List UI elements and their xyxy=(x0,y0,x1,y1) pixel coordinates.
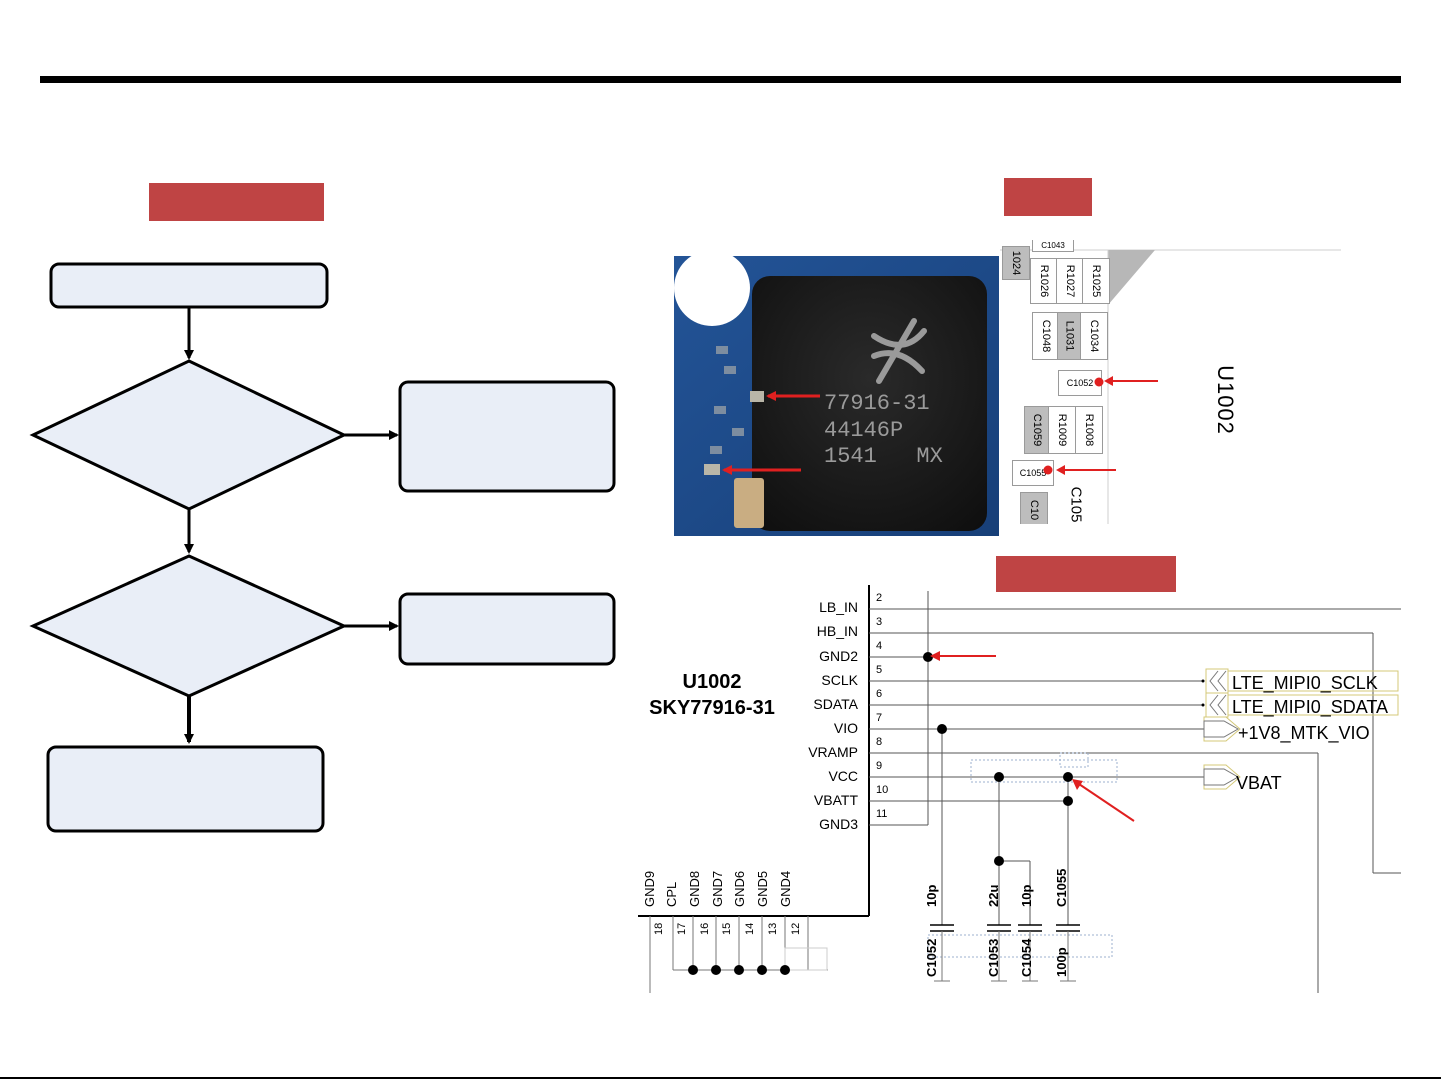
board-photo-drawing: 77916-31 44146P 1541 MX xyxy=(674,256,999,536)
flowchart xyxy=(29,262,616,833)
pin-number: 16 xyxy=(699,923,711,935)
pin-number: 13 xyxy=(767,923,779,935)
pcb-comp-c10: C10 xyxy=(1020,492,1048,524)
pin-name: GND4 xyxy=(778,871,793,907)
smd-pad xyxy=(724,366,736,374)
pin-number: 18 xyxy=(653,923,665,935)
pcb-marker-dot-c1055 xyxy=(1043,465,1053,475)
pin-name: CPL xyxy=(664,882,679,907)
pin-name: GND7 xyxy=(710,871,725,907)
flow-result-box-1 xyxy=(398,380,616,493)
tantalum-cap xyxy=(734,478,764,528)
photo-cap-c1052 xyxy=(750,391,764,402)
net-label-vbat: VBAT xyxy=(1236,773,1282,793)
chip-marking-line-1: 77916-31 xyxy=(824,391,930,416)
smd-pad xyxy=(710,446,722,454)
cap-ref: C1055 xyxy=(1054,869,1069,907)
cap-ref: C1054 xyxy=(1019,938,1034,977)
pin-number: 11 xyxy=(876,808,887,820)
pin-name: VBATT xyxy=(814,792,859,808)
pin-number: 4 xyxy=(876,640,882,652)
flow-start-box xyxy=(49,262,329,309)
schematic: U1002 SKY77916-31 LB_IN HB_IN GND2 SCLK … xyxy=(638,585,1401,993)
chip-body xyxy=(752,276,987,531)
pcb-comp-c1043: C1043 xyxy=(1032,240,1074,252)
pin-number: 3 xyxy=(876,616,882,628)
cap-ref: C1053 xyxy=(986,939,1001,977)
pcb-comp-c1034: C1034 xyxy=(1080,312,1108,360)
pin-name: SDATA xyxy=(813,696,858,712)
cap-value: 22u xyxy=(986,885,1001,907)
cap-ref: C1052 xyxy=(924,939,939,977)
cap-value: 10p xyxy=(1019,885,1034,907)
pcb-comp-r1008: R1008 xyxy=(1075,406,1103,454)
pin-name: HB_IN xyxy=(817,623,858,639)
pin-number: 12 xyxy=(790,923,802,935)
schematic-part-ref: U1002 xyxy=(683,671,742,693)
pcb-comp-r1009: R1009 xyxy=(1048,406,1076,454)
pcb-comp-c1059: C1059 xyxy=(1024,406,1050,454)
pin-name: GND9 xyxy=(642,871,657,907)
pin-number: 6 xyxy=(876,688,882,700)
pcb-comp-r1025: R1025 xyxy=(1082,258,1110,304)
pcb-comp-1024: 1024 xyxy=(1002,246,1030,280)
smd-pad xyxy=(716,346,728,354)
smd-pad xyxy=(732,428,744,436)
photo-corner-circle xyxy=(674,256,750,326)
chip-marking-line-3: 1541 MX xyxy=(824,444,943,469)
schematic-header-bar xyxy=(996,556,1176,592)
bottom-rule xyxy=(0,1077,1441,1079)
photo-cap-c1055 xyxy=(704,464,720,475)
top-rule xyxy=(40,76,1401,83)
pcb-comp-r1026: R1026 xyxy=(1030,258,1058,304)
pin-name: GND2 xyxy=(819,648,858,664)
pin-name: GND8 xyxy=(687,871,702,907)
chip-logo xyxy=(871,318,927,384)
pin-name: VRAMP xyxy=(808,744,858,760)
schematic-part-name: SKY77916-31 xyxy=(649,697,775,719)
pin-number: 15 xyxy=(721,923,733,935)
net-label-vio: +1V8_MTK_VIO xyxy=(1238,723,1370,744)
pin-number: 14 xyxy=(744,923,756,935)
pcb-comp-c1048: C1048 xyxy=(1032,312,1060,360)
cap-value: 10p xyxy=(924,885,939,907)
pin-name: GND5 xyxy=(755,871,770,907)
schem-marker-vcc xyxy=(1075,781,1135,822)
flow-result-box-2 xyxy=(398,592,616,666)
pcb-marker-dot-c1052 xyxy=(1094,377,1104,387)
pin-number: 2 xyxy=(876,592,882,604)
photo-header-bar xyxy=(1004,178,1092,216)
pcb-markers xyxy=(1043,376,1158,475)
flow-decision-2 xyxy=(29,554,348,698)
cap-value: 100p xyxy=(1054,947,1069,977)
pin-name: GND6 xyxy=(732,871,747,907)
pin-number: 10 xyxy=(876,784,888,796)
chip-marking-line-2: 44146P xyxy=(824,418,903,443)
pin-number: 9 xyxy=(876,760,882,772)
pin-name: GND3 xyxy=(819,816,858,832)
pin-number: 7 xyxy=(876,712,882,724)
flow-decision-1 xyxy=(29,359,348,511)
pin-number: 5 xyxy=(876,664,882,676)
pin-name: LB_IN xyxy=(819,599,858,615)
schematic-drawing: U1002 SKY77916-31 LB_IN HB_IN GND2 SCLK … xyxy=(638,585,1401,993)
pin-number: 17 xyxy=(676,923,688,935)
net-label-sclk: LTE_MIPI0_SCLK xyxy=(1232,673,1378,694)
board-photo: 77916-31 44146P 1541 MX xyxy=(674,256,999,536)
flowchart-header-bar xyxy=(149,183,324,221)
pin-name: VIO xyxy=(834,720,858,736)
pin-number: 8 xyxy=(876,736,882,748)
net-label-sdata: LTE_MIPI0_SDATA xyxy=(1232,697,1388,718)
smd-pad xyxy=(714,406,726,414)
flow-end-box xyxy=(46,745,325,833)
pin-name: VCC xyxy=(828,768,858,784)
pin-name: SCLK xyxy=(821,672,858,688)
pcb-layout: C1043 1024 R1026 R1027 R1025 C1048 L1031… xyxy=(1000,240,1341,524)
